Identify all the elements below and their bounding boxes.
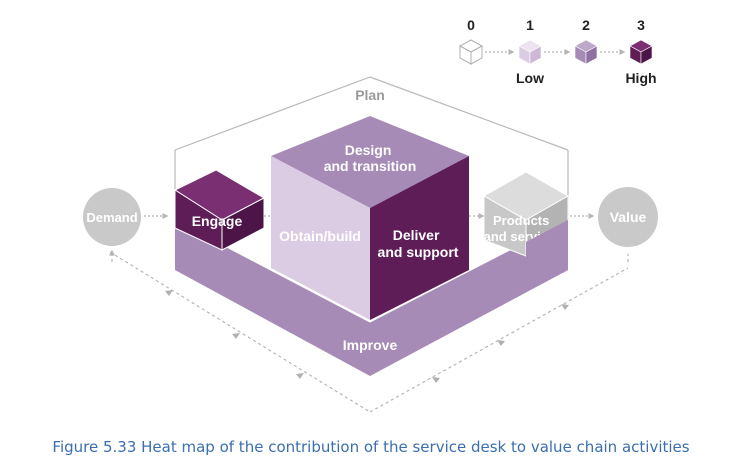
engage-cube: [173, 169, 266, 251]
design-label-line-1: Design: [345, 142, 392, 158]
engage-label: Engage: [192, 213, 243, 229]
legend-cube-level-2: [574, 39, 598, 65]
legend-cube-level-3: [629, 39, 653, 65]
value-label: Value: [610, 209, 647, 225]
improve-slab-overlap: [526, 220, 568, 292]
legend-label-low: Low: [516, 70, 544, 86]
legend-number-3: 3: [637, 17, 645, 33]
value-circle: [598, 187, 658, 247]
legend-label-high: High: [625, 70, 656, 86]
design-label-line-2: and transition: [324, 158, 417, 174]
deliver-label-line-2: and support: [378, 244, 459, 260]
legend-cube-level-1: [518, 39, 542, 65]
value-chain-loop: [109, 249, 629, 413]
deliver-label-line-1: Deliver: [393, 227, 440, 243]
products-services-label: Products and services: [484, 213, 563, 244]
loop-chevrons: [165, 290, 569, 383]
design-transition-label: Design and transition: [324, 142, 417, 174]
plan-label: Plan: [355, 87, 385, 103]
legend-number-2: 2: [582, 17, 590, 33]
deliver-support-label: Deliver and support: [378, 227, 459, 260]
deliver-support-face: [370, 156, 469, 320]
products-label-line-1: Products: [493, 213, 549, 228]
improve-label: Improve: [343, 337, 398, 353]
figure-caption: Figure 5.33 Heat map of the contribution…: [52, 438, 690, 456]
legend-number-0: 0: [467, 17, 475, 33]
legend-cube-level-0: [458, 39, 484, 65]
design-transition-face: [271, 116, 469, 208]
legend: 0 1 2 3: [458, 17, 657, 86]
improve-slab: [174, 219, 569, 376]
demand-circle: [83, 188, 141, 246]
legend-number-1: 1: [526, 17, 534, 33]
obtain-build-face: [271, 156, 370, 320]
obtain-build-label: Obtain/build: [279, 228, 361, 244]
demand-label: Demand: [86, 210, 137, 225]
